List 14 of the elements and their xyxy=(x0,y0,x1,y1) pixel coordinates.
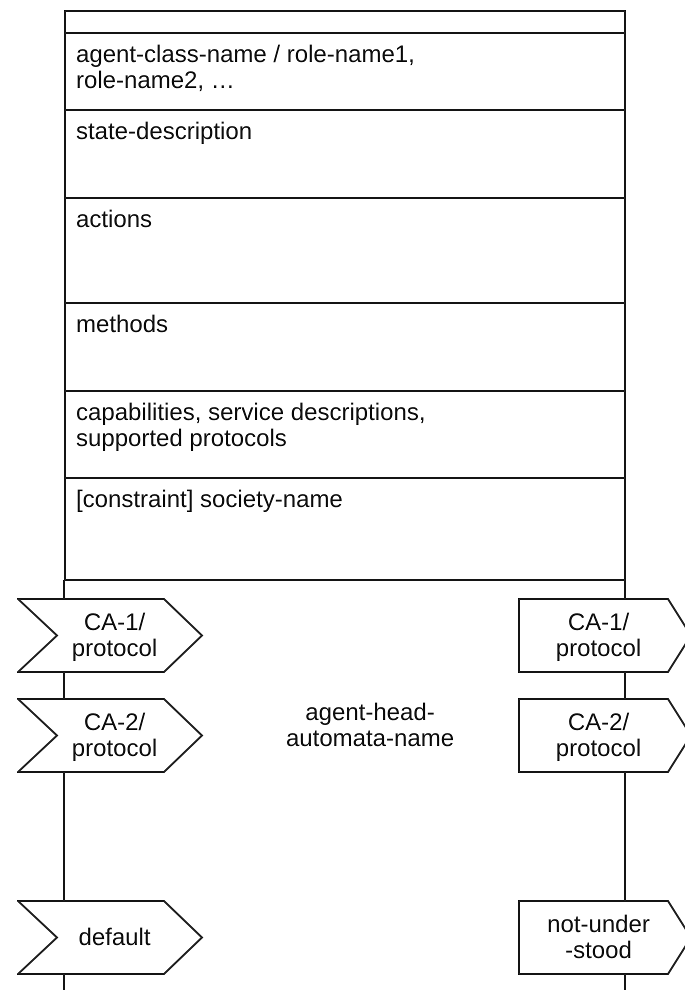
compartment: methods xyxy=(66,302,626,390)
agent-class-box xyxy=(64,10,626,581)
compartment: [constraint] society-name xyxy=(66,477,626,582)
input-port-flag: CA-1/ protocol xyxy=(17,598,204,673)
output-port-flag: CA-1/ protocol xyxy=(518,598,685,673)
output-port-flag: CA-2/ protocol xyxy=(518,698,685,773)
compartment: capabilities, service descriptions, supported protocols xyxy=(66,390,626,477)
input-port-flag: CA-2/ protocol xyxy=(17,698,204,773)
compartment: state-description xyxy=(66,109,626,197)
compartment: actions xyxy=(66,197,626,302)
input-port-flag: default xyxy=(17,900,204,975)
compartment: agent-class-name / role-name1, role-name2, … xyxy=(66,32,626,109)
output-port-flag: not-under -stood xyxy=(518,900,685,975)
automata-name: agent-head-automata-name xyxy=(230,700,510,770)
